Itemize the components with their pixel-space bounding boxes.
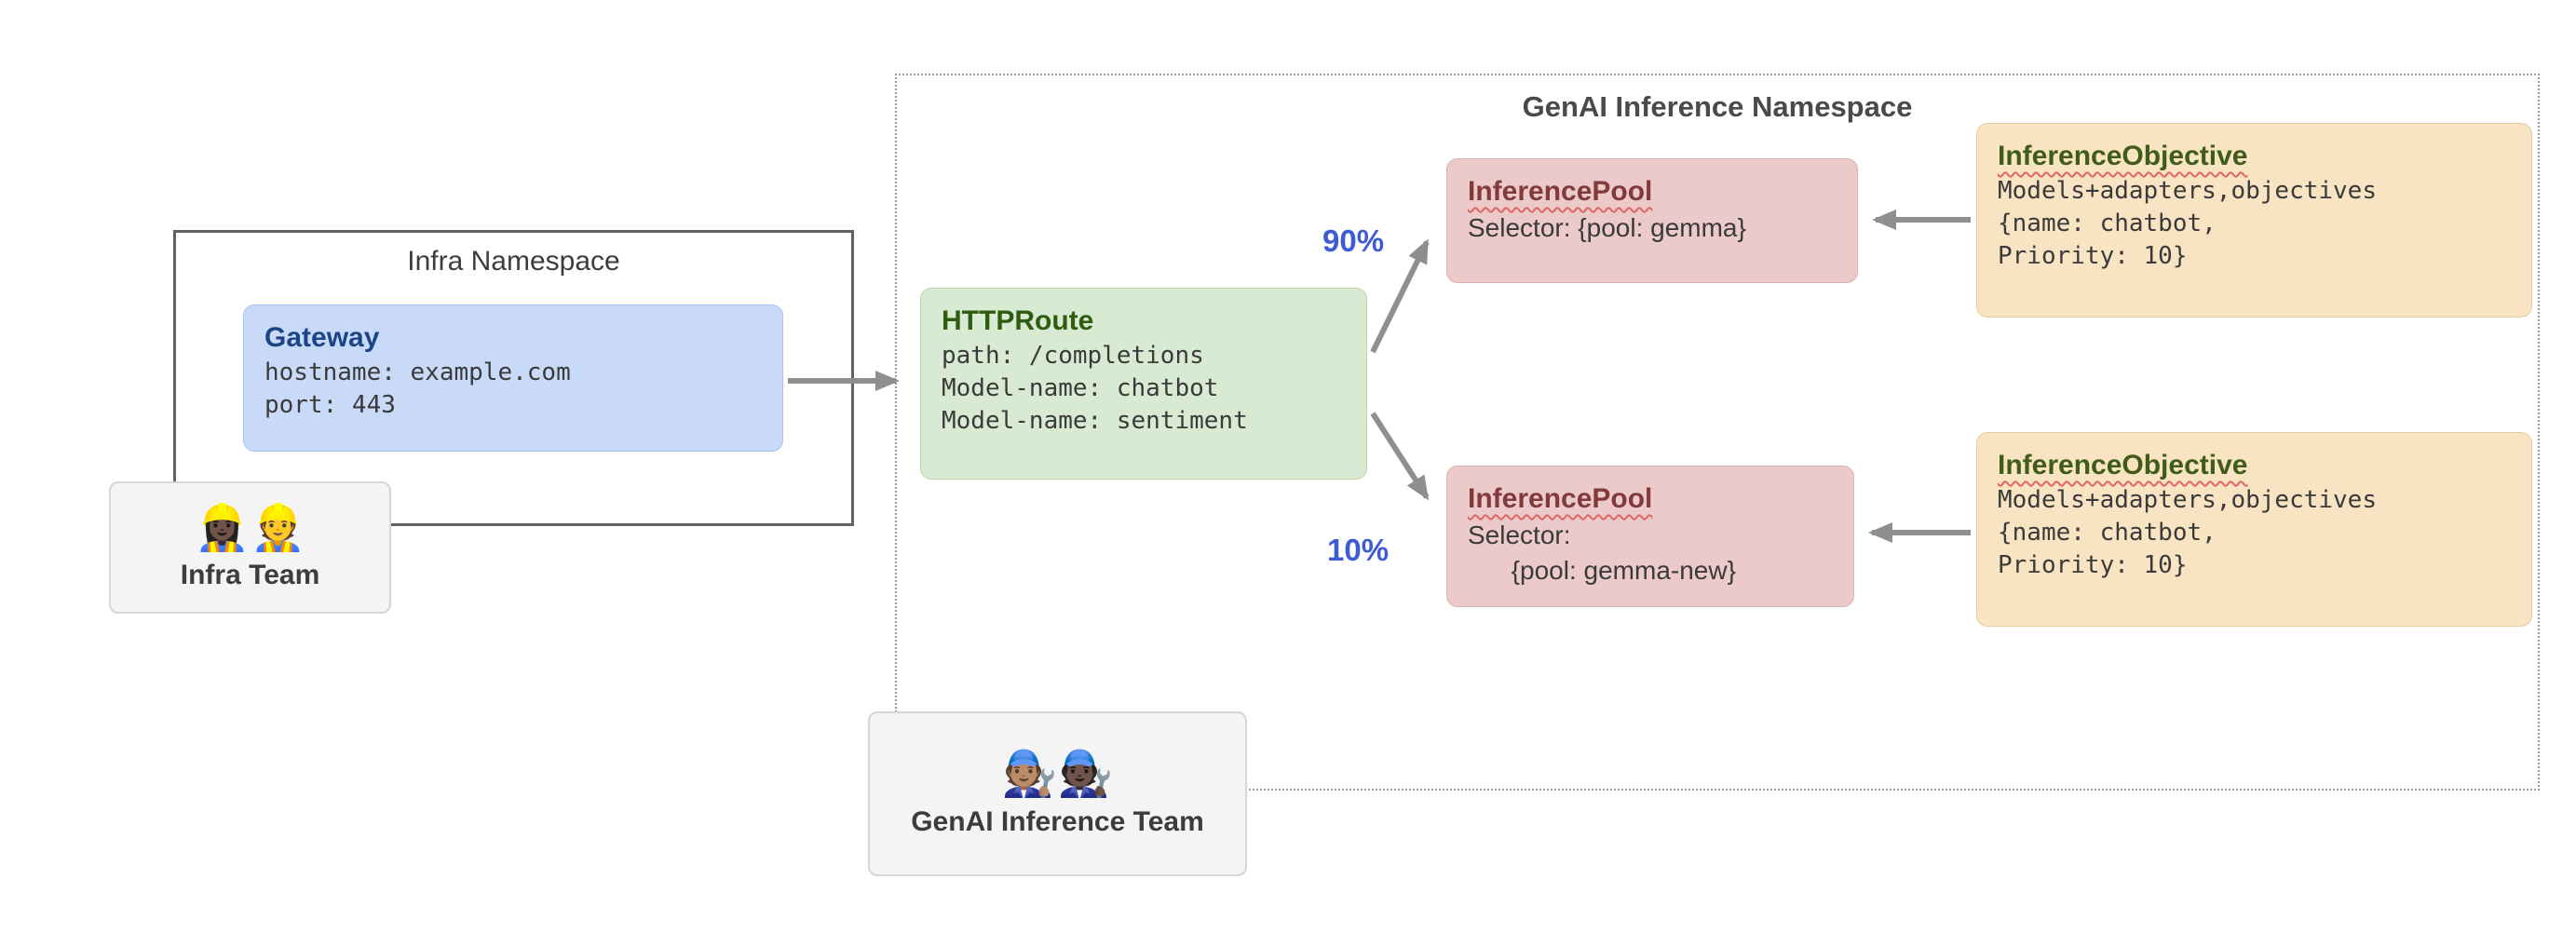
httproute-model-chatbot: Model-name: chatbot bbox=[942, 374, 1219, 403]
infra-team-card: 👷🏿‍♀️👷 Infra Team bbox=[109, 481, 391, 614]
httproute-title: HTTPRoute bbox=[942, 305, 1094, 336]
traffic-weight-90: 90% bbox=[1322, 223, 1385, 258]
inferencepool-gemma-node: InferencePool Selector: {pool: gemma} bbox=[1446, 158, 1858, 283]
inferencepool-gemma-new-node: InferencePool Selector: {pool: gemma-new… bbox=[1446, 466, 1854, 607]
gateway-port: port: 443 bbox=[264, 391, 396, 420]
inferenceobjective-top-line2: {name: chatbot, bbox=[1998, 210, 2217, 238]
genai-team-label: GenAI Inference Team bbox=[911, 805, 1204, 837]
gateway-hostname: hostname: example.com bbox=[264, 358, 571, 387]
mechanics-icon: 🧑🏽‍🔧🧑🏿‍🔧 bbox=[1001, 748, 1114, 801]
httproute-path: path: /completions bbox=[942, 342, 1204, 371]
inferencepool-gemma-title: InferencePool bbox=[1468, 176, 1653, 207]
httproute-node: HTTPRoute path: /completions Model-name:… bbox=[920, 288, 1367, 480]
gateway-node: Gateway hostname: example.com port: 443 bbox=[243, 304, 783, 452]
inferenceobjective-top-node: InferenceObjective Models+adapters,objec… bbox=[1976, 123, 2532, 318]
inferencepool-gemma-new-selector-value: {pool: gemma-new} bbox=[1468, 555, 1736, 585]
httproute-model-sentiment: Model-name: sentiment bbox=[942, 406, 1248, 435]
inferenceobjective-bottom-line3: Priority: 10} bbox=[1998, 550, 2188, 579]
inferenceobjective-top-line1: Models+adapters,objectives bbox=[1998, 177, 2377, 206]
inferenceobjective-top-line3: Priority: 10} bbox=[1998, 241, 2188, 270]
inferencepool-gemma-new-title: InferencePool bbox=[1468, 483, 1653, 514]
traffic-weight-10: 10% bbox=[1327, 533, 1390, 567]
inferenceobjective-top-title: InferenceObjective bbox=[1998, 141, 2248, 171]
inferenceobjective-bottom-line1: Models+adapters,objectives bbox=[1998, 486, 2377, 515]
genai-team-card: 🧑🏽‍🔧🧑🏿‍🔧 GenAI Inference Team bbox=[868, 711, 1247, 876]
inferencepool-gemma-selector: Selector: {pool: gemma} bbox=[1468, 213, 1746, 243]
inferenceobjective-bottom-node: InferenceObjective Models+adapters,objec… bbox=[1976, 432, 2532, 627]
genai-namespace-title: GenAI Inference Namespace bbox=[1522, 90, 1913, 123]
infra-team-label: Infra Team bbox=[180, 560, 320, 591]
construction-workers-icon: 👷🏿‍♀️👷 bbox=[194, 501, 306, 554]
gateway-title: Gateway bbox=[264, 322, 380, 353]
inferenceobjective-bottom-line2: {name: chatbot, bbox=[1998, 519, 2217, 548]
inferenceobjective-bottom-title: InferenceObjective bbox=[1998, 450, 2248, 480]
infra-namespace-title: Infra Namespace bbox=[407, 246, 620, 277]
inferencepool-gemma-new-selector-label: Selector: bbox=[1468, 521, 1571, 550]
